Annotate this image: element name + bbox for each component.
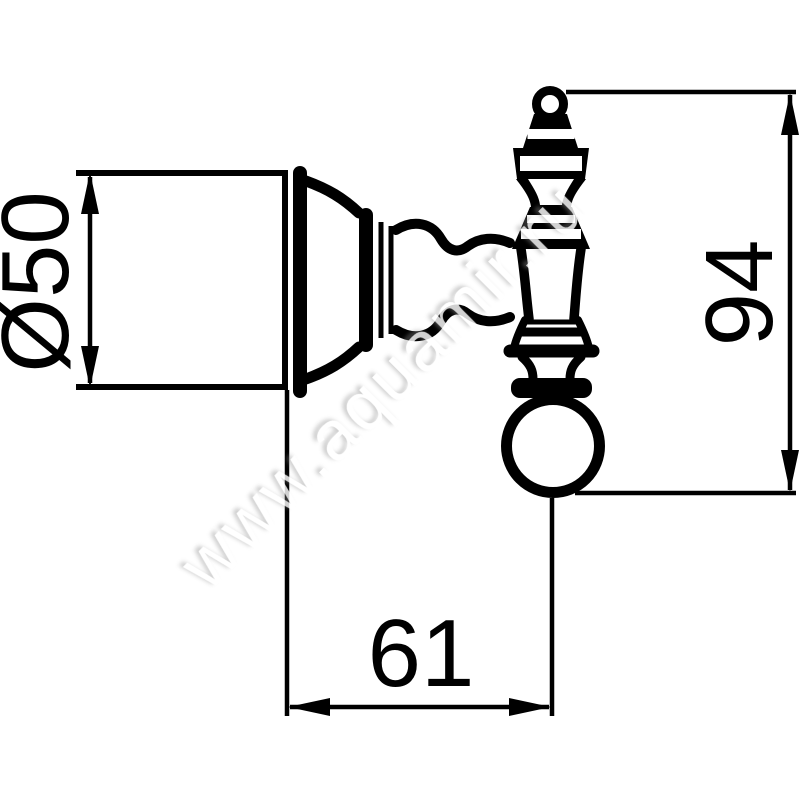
- neck-left-edge: [517, 352, 538, 384]
- ring-stripe-1: [527, 215, 575, 223]
- end-ball: [501, 394, 605, 498]
- dim-flange-diameter: Ø50: [0, 172, 99, 388]
- bell-top-edge: [300, 175, 365, 219]
- bell-bottom-edge: [300, 341, 365, 385]
- dim-overall-height: 94: [566, 89, 799, 496]
- arrowhead-up: [781, 93, 799, 135]
- arm-top-edge: [391, 218, 515, 256]
- shaft-right-edge: [569, 244, 586, 324]
- baluster-post: [501, 86, 605, 498]
- dim-projection: 61: [284, 390, 555, 716]
- vase-waist-inner: [528, 179, 574, 205]
- ring-stripe-2: [521, 229, 581, 239]
- top-disc-stripe: [520, 156, 582, 171]
- arrowhead-up: [81, 172, 99, 214]
- arrowhead-left: [288, 698, 330, 716]
- finial-ball: [532, 86, 568, 122]
- hook-fixture: [76, 86, 605, 498]
- dim-label-diameter: Ø50: [0, 191, 89, 372]
- neck-right-edge: [565, 352, 586, 384]
- arrowhead-down: [781, 450, 799, 492]
- finial-cone-stripe: [527, 129, 575, 139]
- arm-bottom-edge: [391, 304, 515, 342]
- dim-label-projection: 61: [368, 600, 475, 707]
- dim-label-height: 94: [686, 240, 793, 347]
- bell-section: [300, 175, 394, 385]
- arrowhead-right: [509, 698, 551, 716]
- arrowhead-down: [81, 346, 99, 388]
- shaft-left-edge: [516, 244, 534, 324]
- spool-arm: [391, 218, 515, 342]
- ball-collar: [511, 378, 592, 398]
- wall-flange: [76, 166, 307, 398]
